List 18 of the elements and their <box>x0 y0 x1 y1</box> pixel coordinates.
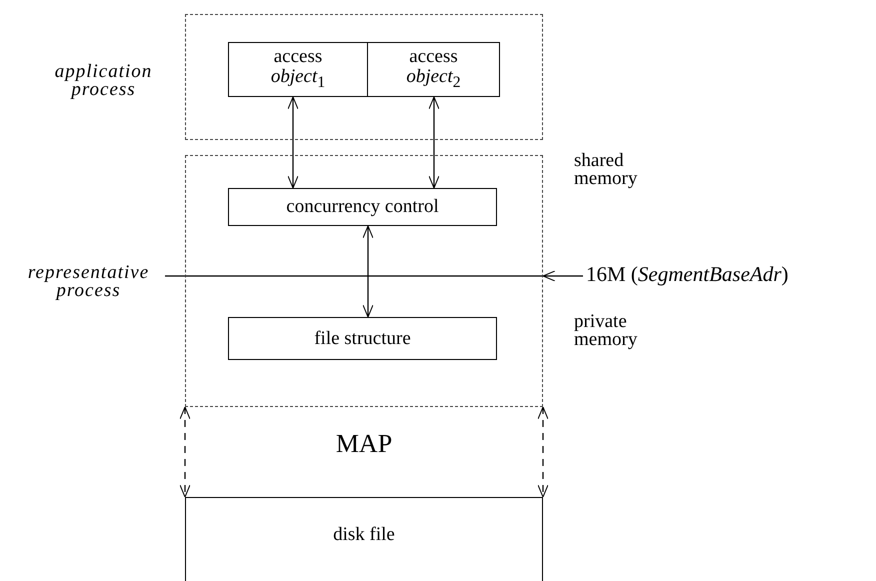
arrow <box>288 96 298 188</box>
process-box: access object$_{2}$ <box>367 42 500 97</box>
address-label: 16M (SegmentBaseAdr) <box>586 262 872 290</box>
arrow <box>362 226 374 318</box>
arrow <box>180 406 190 498</box>
disk-file-region <box>185 497 543 581</box>
arrow <box>538 406 548 498</box>
process-box: access object$_{1}$ <box>228 42 368 97</box>
memory-label: private memory <box>574 313 638 350</box>
region-title: disk file <box>333 524 395 546</box>
region-title: application process <box>54 63 154 100</box>
arrow <box>428 96 440 188</box>
region-title: representative process <box>26 264 150 300</box>
region-label: MAP <box>336 429 392 458</box>
memory-label: shared memory <box>574 152 638 188</box>
process-box: file structure <box>228 317 497 360</box>
arrow <box>542 270 583 282</box>
process-box: concurrency control <box>228 188 497 226</box>
